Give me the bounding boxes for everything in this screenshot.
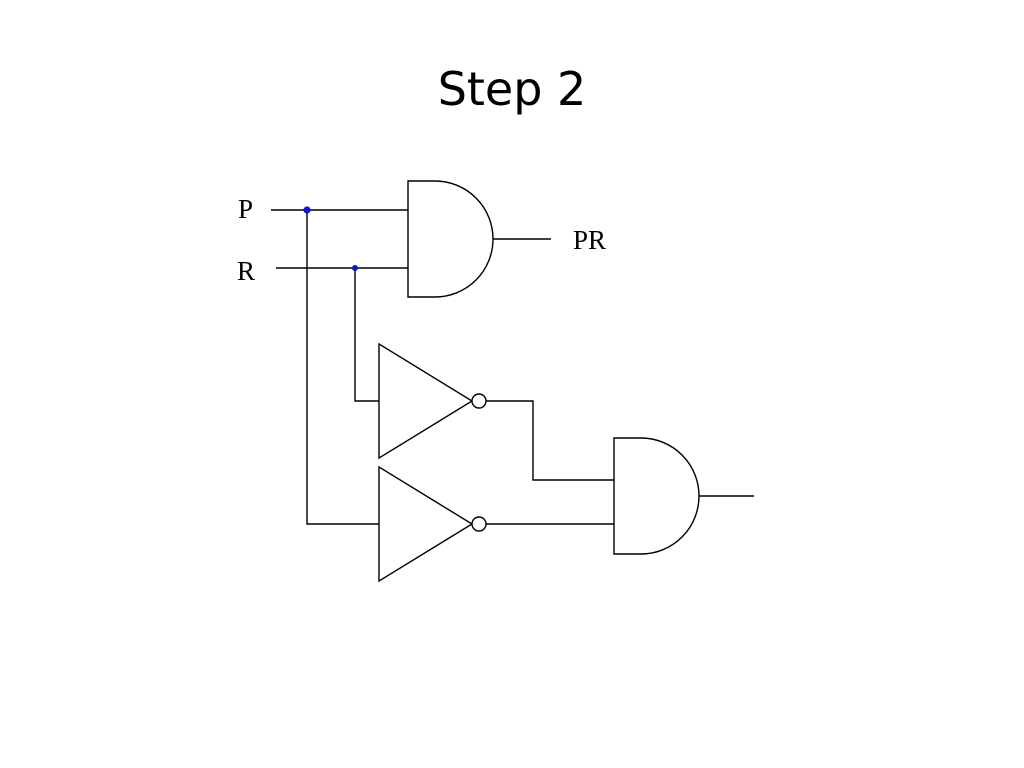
and-gate-top: [407, 180, 494, 298]
input-label-p: P: [238, 194, 253, 224]
wire-not-r-to-and: [486, 400, 614, 481]
not-gate-r: [378, 342, 474, 460]
wire-r-branch: [354, 268, 379, 402]
and-gate-bottom: [613, 437, 700, 555]
junction-p: [303, 206, 311, 214]
wire-p-branch: [306, 210, 379, 525]
input-label-r: R: [237, 256, 255, 286]
not-gate-p-bubble: [471, 516, 487, 532]
slide-title: Step 2: [437, 62, 587, 116]
not-gate-r-bubble: [471, 393, 487, 409]
junction-r: [352, 265, 358, 271]
output-label-pr: PR: [573, 225, 606, 255]
not-gate-p: [378, 465, 474, 583]
